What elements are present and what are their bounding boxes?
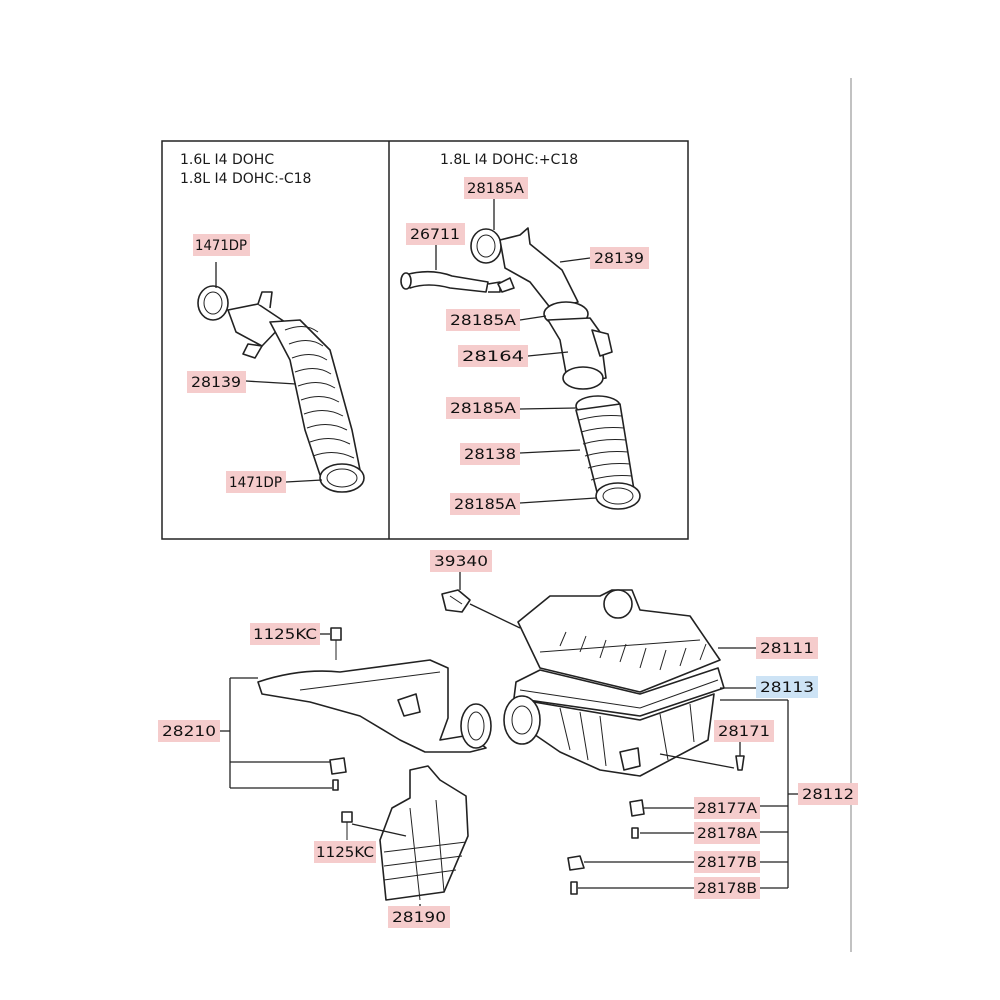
- callout-28139-right: 28139: [594, 251, 644, 267]
- callout-28111-bg: [756, 637, 818, 659]
- callout-1471dp-bottom: 1471DP: [229, 475, 282, 491]
- left-panel-header-line-1: 1.6L I4 DOHC: [180, 152, 274, 168]
- callout-28177b: 28177B: [697, 855, 757, 871]
- callout-28185a-1-bg: [464, 177, 528, 199]
- callout-1471dp-bottom-bg: [226, 471, 286, 493]
- callout-28164: 28164: [462, 349, 524, 365]
- sensor-39340-drawing: [441, 589, 471, 613]
- callout-28113-bg: [756, 676, 818, 698]
- callout-28177a-bg: [694, 797, 760, 819]
- callout-26711-bg: [406, 223, 465, 245]
- right-hose-assembly-drawing: [400, 227, 641, 510]
- callout-1125kc-top-bg: [250, 623, 320, 645]
- callout-1125kc-bottom-bg: [314, 841, 376, 863]
- callout-28178a-bg: [694, 822, 760, 844]
- callout-28177b-bg: [694, 851, 760, 873]
- callout-28185a-3: 28185A: [450, 401, 517, 417]
- callout-28185a-2: 28185A: [450, 313, 517, 329]
- callout-28138-bg: [460, 443, 520, 465]
- right-panel-header: 1.8L I4 DOHC:+C18: [440, 152, 578, 168]
- callout-28113: 28113: [760, 680, 814, 696]
- callout-28112-bg: [798, 783, 858, 805]
- callout-39340-bg: [430, 550, 492, 572]
- callout-28178b: 28178B: [697, 881, 757, 897]
- callout-28185a-1: 28185A: [467, 181, 524, 197]
- callout-28111: 28111: [760, 641, 814, 657]
- callout-39340: 39340: [434, 554, 488, 570]
- callout-28185a-2-bg: [446, 309, 520, 331]
- callout-28210-bg: [158, 720, 220, 742]
- callout-28210: 28210: [162, 724, 216, 740]
- callout-28164-bg: [458, 345, 528, 367]
- air-cleaner-28111-28112-drawing: [503, 589, 745, 895]
- callout-28171: 28171: [718, 724, 770, 740]
- callout-1125kc-bottom: 1125KC: [316, 845, 374, 861]
- callout-28185a-4-bg: [450, 493, 520, 515]
- callout-28171-bg: [714, 720, 774, 742]
- callout-1471dp-top: 1471DP: [195, 238, 247, 254]
- callout-28185a-4: 28185A: [454, 497, 516, 513]
- callout-28138: 28138: [464, 447, 516, 463]
- resonator-28190-drawing: [341, 765, 469, 901]
- inset-frame: [161, 140, 689, 540]
- callout-28177a: 28177A: [697, 801, 757, 817]
- callout-28112: 28112: [802, 787, 854, 803]
- duct-28210-drawing: [257, 627, 492, 791]
- callout-28190-bg: [388, 906, 450, 928]
- left-intake-hose-drawing: [197, 285, 365, 493]
- callout-1471dp-top-bg: [193, 234, 250, 256]
- callout-28178a: 28178A: [697, 826, 757, 842]
- callout-1125kc-top: 1125KC: [253, 627, 317, 643]
- callout-28190: 28190: [392, 910, 446, 926]
- callout-28178b-bg: [694, 877, 760, 899]
- leader-lines: [215, 198, 798, 906]
- left-panel-header-line-2: 1.8L I4 DOHC:-C18: [180, 171, 311, 187]
- callout-26711: 26711: [410, 227, 460, 243]
- callout-28139-right-bg: [590, 247, 649, 269]
- callout-28139-left-bg: [187, 371, 246, 393]
- callout-labels: 1471DP 28139 1471DP 28185A 26711 28139 2…: [158, 177, 858, 928]
- callout-28185a-3-bg: [446, 397, 520, 419]
- callout-28139-left: 28139: [191, 375, 241, 391]
